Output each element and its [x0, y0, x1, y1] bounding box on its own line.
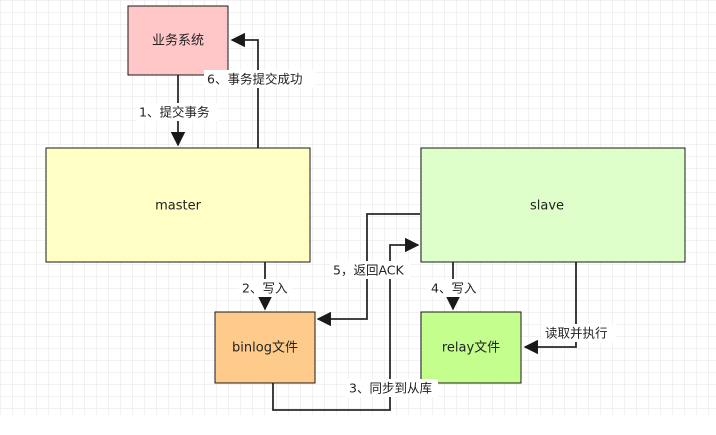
node-business-label: 业务系统 — [152, 33, 204, 49]
edge-read-exec-label: 读取并执行 — [545, 326, 608, 341]
edge-commit-ok — [230, 32, 259, 148]
edge-commit-label-bg — [136, 103, 218, 121]
node-relay-label: relay文件 — [442, 341, 500, 356]
edge-sync-label-bg — [346, 379, 438, 397]
edge-write-relay-label: 4、写入 — [431, 281, 477, 296]
node-business-system — [127, 5, 229, 76]
edge-read-exec-label-bg — [542, 324, 616, 342]
node-binlog-label: binlog文件 — [232, 341, 298, 356]
edge-commit-ok-label-bg — [204, 70, 316, 88]
node-relay — [420, 311, 522, 384]
node-slave — [420, 147, 686, 263]
edge-sync-label: 3、同步到从库 — [349, 381, 432, 396]
edge-sync — [272, 237, 420, 411]
node-master — [45, 147, 311, 263]
edge-ack-label-bg — [330, 261, 410, 279]
node-binlog — [214, 311, 316, 384]
edge-write-binlog-label-bg — [239, 279, 291, 297]
edge-read-exec — [523, 262, 577, 355]
edge-ack-label: 5，返回ACK — [333, 263, 405, 278]
edge-write-binlog-label: 2、写入 — [242, 281, 288, 296]
edge-commit-label: 1、提交事务 — [139, 105, 209, 120]
edge-write-relay-label-bg — [428, 279, 480, 297]
node-slave-label: slave — [530, 199, 564, 214]
edge-commit-ok-label: 6、事务提交成功 — [207, 72, 302, 87]
node-master-label: master — [155, 199, 201, 214]
